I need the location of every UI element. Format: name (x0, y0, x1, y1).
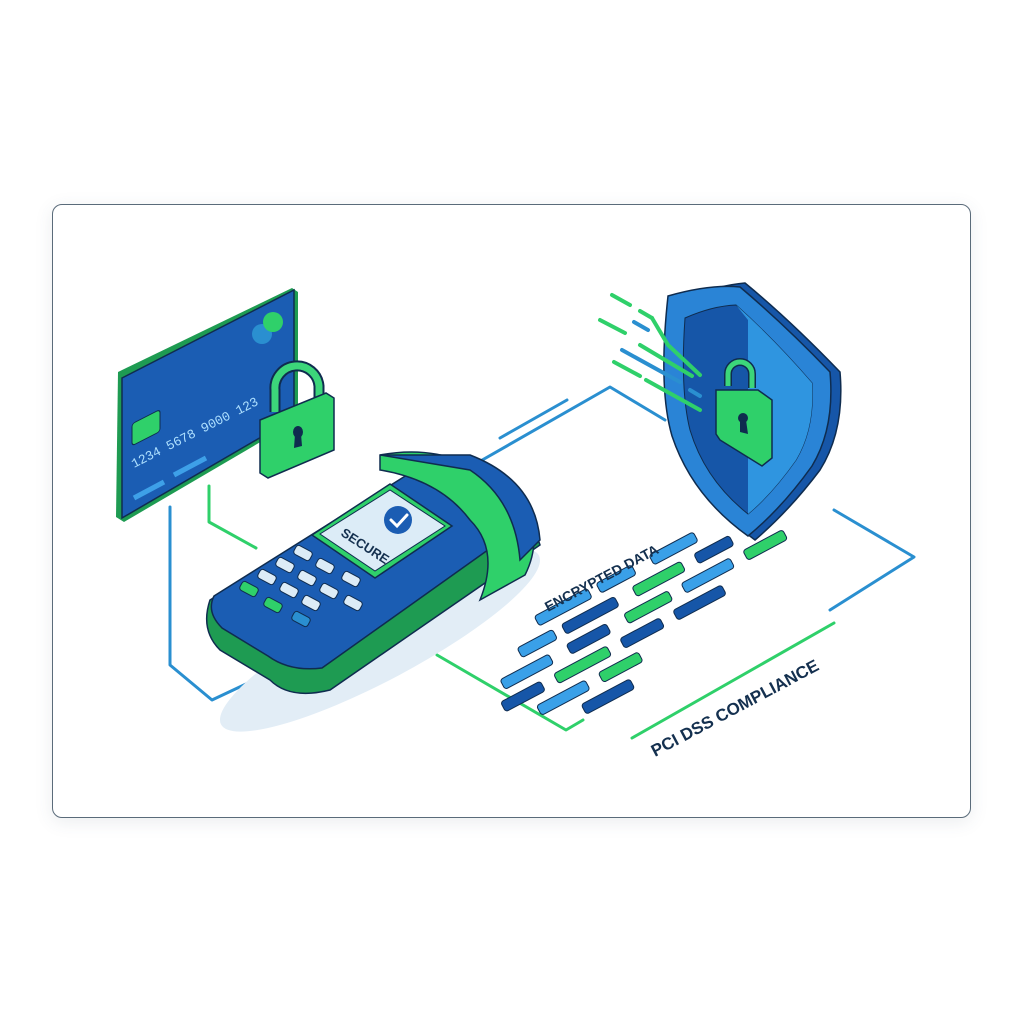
data-stream-lines (598, 293, 702, 412)
keypad (239, 544, 363, 628)
connector-lines (168, 385, 916, 740)
payment-terminal: SECURE (205, 451, 541, 732)
padlock-icon (259, 360, 335, 479)
shield-lock-icon (663, 282, 842, 541)
pci-dss-compliance-label: PCI DSS COMPLIANCE (648, 656, 822, 761)
checkmark-icon (384, 506, 412, 534)
encrypted-data-block (500, 530, 788, 715)
